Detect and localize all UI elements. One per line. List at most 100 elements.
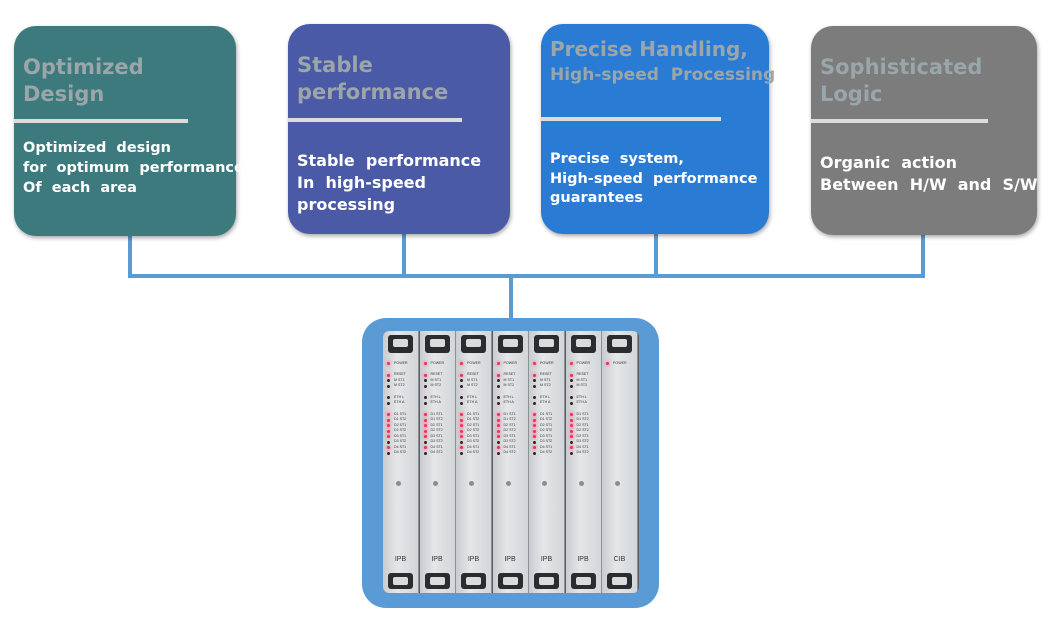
- status-led-icon: [496, 401, 500, 405]
- led-label: D1 ST1: [467, 411, 480, 416]
- status-led-icon: [423, 429, 427, 433]
- ejector-handle-bottom: [497, 573, 523, 589]
- led-row: D4 ST1: [460, 445, 489, 450]
- screw-icon: [396, 481, 401, 486]
- status-led-icon: [460, 401, 463, 405]
- led-row: M ST1: [496, 378, 526, 383]
- card-divider: [811, 119, 988, 123]
- status-led-icon: [533, 362, 536, 365]
- card-body-line: High-speed performance: [550, 170, 758, 187]
- led-label: M ST2: [503, 383, 515, 387]
- status-led-icon: [387, 373, 390, 377]
- led-label: ETH L: [430, 394, 441, 399]
- status-led-icon: [533, 440, 536, 444]
- led-label: D2 ST1: [503, 422, 516, 427]
- card-title: Optimized Design: [23, 54, 228, 108]
- led-row: ETH A: [496, 400, 526, 406]
- status-led-icon: [460, 440, 463, 444]
- status-led-icon: [606, 362, 609, 365]
- status-led-icon: [460, 451, 463, 455]
- status-led-icon: [387, 424, 390, 427]
- led-row: M ST1: [387, 378, 416, 383]
- led-label: D4 ST1: [503, 444, 516, 449]
- led-label: D4 ST2: [503, 450, 516, 454]
- led-row: D4 ST2: [460, 450, 489, 456]
- status-led-icon: [533, 424, 536, 427]
- status-led-icon: [423, 379, 427, 382]
- status-led-icon: [569, 379, 573, 382]
- led-row: D1 ST1: [387, 412, 416, 417]
- led-row: D1 ST1: [533, 412, 562, 417]
- led-row: D3 ST2: [423, 439, 453, 445]
- status-led-icon: [533, 446, 536, 449]
- card-body-line: Stable performance: [297, 151, 482, 170]
- led-label: M ST2: [394, 383, 405, 387]
- card-title-line: performance: [297, 80, 449, 104]
- led-label: D2 ST2: [467, 428, 480, 432]
- led-label: ETH A: [467, 400, 478, 404]
- led-label: D1 ST1: [503, 411, 516, 416]
- led-row: D2 ST1: [387, 423, 416, 428]
- led-label: D1 ST2: [430, 417, 443, 421]
- led-label: D3 ST1: [430, 433, 443, 438]
- led-row: D2 ST2: [496, 428, 526, 434]
- led-row: RESET: [423, 372, 453, 378]
- led-row: ETH L: [533, 395, 562, 400]
- led-label: D3 ST2: [430, 439, 443, 443]
- led-label: D3 ST1: [394, 433, 407, 438]
- led-row: ETH A: [387, 400, 416, 406]
- ejector-handle-top: [388, 335, 413, 353]
- status-led-icon: [533, 396, 536, 399]
- led-label: ETH L: [394, 394, 405, 399]
- status-led-icon: [387, 379, 390, 382]
- status-led-icon: [569, 401, 573, 405]
- card-divider: [541, 117, 721, 121]
- led-row: POWER: [387, 361, 416, 366]
- status-led-icon: [423, 446, 427, 449]
- led-row: POWER: [533, 361, 562, 366]
- card-title: Sophisticated Logic: [820, 54, 1029, 108]
- led-label: M ST1: [467, 377, 478, 382]
- screw-icon: [615, 481, 620, 486]
- led-label: ETH A: [576, 400, 587, 404]
- led-row: D1 ST2: [423, 417, 453, 423]
- led-row: D2 ST1: [460, 423, 489, 428]
- status-led-icon: [423, 440, 427, 444]
- led-label: D2 ST2: [540, 428, 553, 432]
- status-led-icon: [533, 373, 536, 377]
- led-label: ETH L: [576, 394, 587, 399]
- led-row: POWER: [460, 361, 489, 366]
- led-row: POWER: [496, 360, 526, 366]
- led-row: ETH L: [423, 394, 453, 400]
- led-row: D4 ST1: [569, 445, 599, 450]
- led-label: ETH A: [394, 400, 405, 404]
- card-title-line: Sophisticated: [820, 55, 983, 79]
- led-label: D4 ST1: [394, 444, 407, 449]
- led-label: D1 ST2: [394, 417, 407, 421]
- status-led-icon: [569, 429, 573, 433]
- led-row: D4 ST2: [423, 450, 453, 456]
- led-label: D1 ST1: [394, 411, 407, 416]
- led-row: D3 ST1: [460, 434, 489, 439]
- led-label: POWER: [503, 360, 518, 365]
- led-label: D4 ST1: [467, 444, 480, 449]
- card-title-line: Stable: [297, 53, 373, 77]
- ejector-handle-top: [607, 335, 632, 353]
- led-label: D2 ST2: [394, 428, 407, 432]
- status-led-icon: [423, 373, 427, 377]
- led-label: ETH A: [540, 400, 551, 404]
- led-row: ETH A: [460, 400, 489, 406]
- led-label: RESET: [430, 372, 443, 376]
- status-led-icon: [423, 435, 427, 438]
- board-label: IPB: [504, 556, 516, 563]
- led-label: RESET: [576, 372, 589, 376]
- led-label: D2 ST1: [576, 422, 589, 427]
- led-label: D3 ST1: [540, 433, 553, 438]
- status-led-icon: [423, 401, 427, 405]
- led-row: RESET: [387, 372, 416, 378]
- led-row: RESET: [569, 372, 599, 378]
- led-label: D4 ST2: [394, 450, 407, 454]
